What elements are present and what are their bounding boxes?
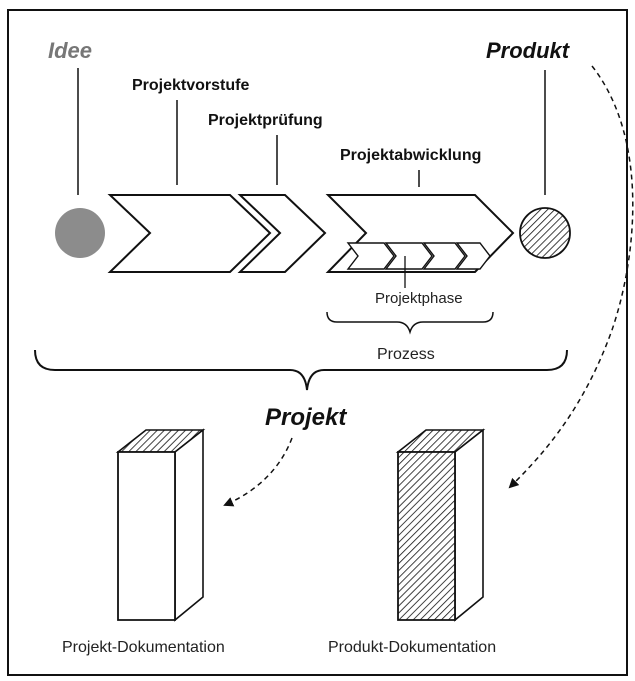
chevron-preliminary [107,194,272,273]
process-label: Prozess [377,346,435,363]
product-circle [519,207,571,259]
phase-chevron-4 [455,242,491,270]
phase-chevron-3 [422,242,466,270]
chevron-review [237,194,327,273]
project-doc-arrow [223,437,293,507]
phase-chevron-2 [384,242,433,270]
project-doc-label: Projekt-Dokumentation [62,639,225,656]
stage-label-review: Projektprüfung [208,112,323,129]
product-doc-side [454,428,484,622]
product-label: Produkt [486,38,571,63]
idea-label: Idee [48,38,92,63]
product-doc-label: Produkt-Dokumentation [328,639,496,656]
outer-border [7,9,628,676]
project-doc-side [174,428,204,622]
product-doc-front [397,451,456,621]
stage-label-preliminary: Projektvorstufe [132,77,249,94]
idea-circle [55,208,105,258]
phase-chevron-1 [346,242,395,270]
project-label: Projekt [265,404,347,431]
project-doc-front [117,451,176,621]
phase-label: Projektphase [375,290,463,307]
process-brace [326,311,494,335]
stage-label-execution: Projektabwicklung [340,147,481,164]
project-brace [34,349,568,391]
product-doc-arrow [508,65,634,489]
